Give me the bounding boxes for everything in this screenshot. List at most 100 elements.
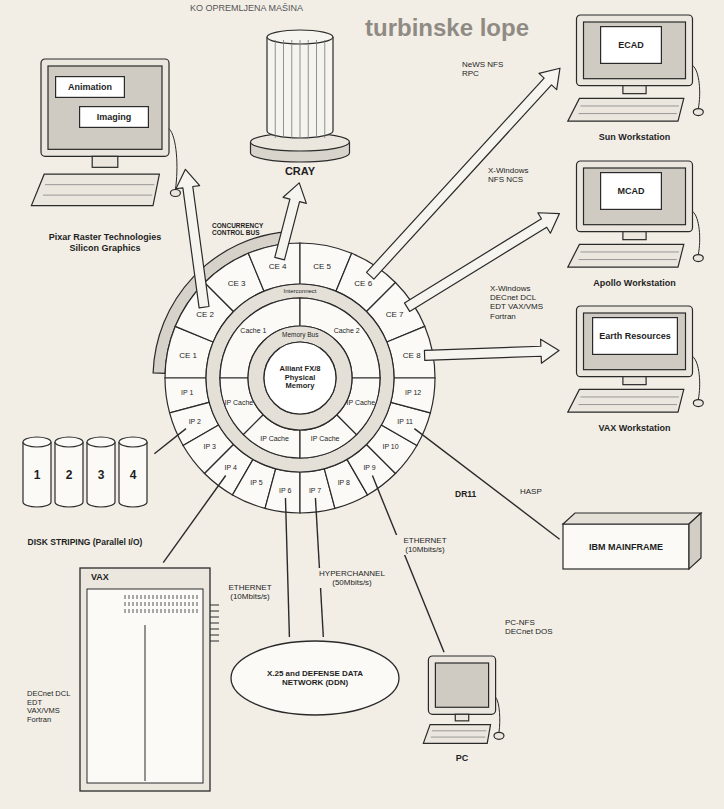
ring-segment-label: IP 4	[223, 463, 239, 473]
node-label: X.25 and DEFENSE DATA NETWORK (DDN)	[261, 669, 369, 687]
network-outline	[231, 641, 399, 715]
workstation: Pixar Raster Technologies Silicon Graphi…	[25, 58, 185, 255]
supercomputer-outline	[245, 28, 355, 180]
annotation-label: KO OPREMLJENA MAŠINA	[190, 3, 490, 13]
monitor-stand	[92, 156, 118, 167]
node-label: Animation	[68, 82, 112, 92]
monitor-stand	[623, 232, 646, 240]
cray-column	[275, 40, 276, 138]
monitor-screen	[584, 168, 686, 225]
key-row	[580, 251, 678, 252]
ring-segment-label: IP 12	[403, 388, 423, 398]
keyboard	[423, 725, 490, 744]
vax-panel-tick	[185, 602, 186, 606]
vax-panel-tick	[129, 602, 130, 606]
vax-panel-tick	[161, 609, 162, 613]
annotation-label: turbinske lope	[365, 14, 561, 42]
vax-door-line	[145, 625, 146, 781]
vax-panel-tick	[141, 602, 142, 606]
node-label: Memory Bus	[282, 331, 318, 338]
mainframe-side	[689, 513, 701, 569]
vax-cabinet: VAX	[25, 565, 220, 793]
node-label: CE 2	[196, 310, 214, 319]
cray-tower	[267, 37, 333, 138]
memory-core	[264, 342, 336, 414]
link-label: HYPERCHANNEL (50Mbits/s)	[312, 568, 392, 588]
annotation-label: CONCURRENCY CONTROL BUS	[212, 222, 272, 237]
vax-panel-tick	[169, 609, 170, 613]
key-row	[579, 113, 677, 114]
key-row	[431, 737, 485, 738]
mouse	[693, 255, 703, 262]
cray-column	[324, 40, 325, 138]
vax-panel-tick	[189, 602, 190, 606]
monitor-case	[41, 59, 169, 156]
vax-panel-tick	[169, 602, 170, 606]
node-label: IP 9	[363, 464, 375, 472]
key-row	[45, 184, 154, 185]
monitor-case	[577, 161, 693, 232]
ring-segment-label: Interconnect	[282, 287, 319, 296]
ring-segment-label: CE 7	[384, 309, 406, 320]
node-label: Apollo Workstation	[593, 278, 675, 288]
node-label: CE 3	[228, 279, 246, 288]
vax-panel-tick	[185, 609, 186, 613]
vax-panel-tick	[185, 595, 186, 599]
ring-segment-label: IP Cache	[258, 434, 291, 444]
vax-cable	[210, 641, 219, 642]
link-label: ETHERNET (10Mbits/s)	[390, 535, 460, 555]
key-row	[43, 195, 152, 196]
vax-panel-tick	[137, 595, 138, 599]
window-frame	[56, 77, 125, 98]
node-label: PC	[456, 753, 469, 763]
disk-platter	[23, 442, 51, 507]
mouse-cord	[496, 697, 500, 732]
monitor-screen	[435, 663, 488, 707]
key-row	[580, 105, 678, 106]
workstation-outline	[420, 655, 504, 765]
node-label: CRAY	[285, 165, 315, 178]
disk-platter	[119, 442, 147, 507]
ring-segment-label: IP 11	[395, 417, 415, 427]
annotation-label: NeWS NFS RPC	[462, 60, 504, 78]
vax-panel-tick	[165, 602, 166, 606]
node-label: IP 6	[279, 487, 291, 495]
workstation: VAX WorkstationEarth Resources	[562, 305, 707, 435]
screen-window: Animation	[55, 76, 125, 98]
ring-band	[206, 284, 394, 472]
vax-panel-tick	[133, 595, 134, 599]
ip-segment	[265, 469, 300, 513]
node-label: DISK STRIPING (Parallel I/O)	[28, 538, 143, 548]
vax-cable	[210, 611, 219, 612]
annotation-label: X-Windows DECnet DCL EDT VAX/VMS Fortran	[490, 284, 552, 321]
ring-segment-label: Cache 2	[332, 326, 362, 336]
node-label: IP 10	[382, 443, 398, 451]
vax-panel-tick	[165, 609, 166, 613]
mouse	[170, 190, 180, 197]
node-label: IP 11	[397, 418, 413, 426]
vax-panel-tick	[125, 602, 126, 606]
network-link	[372, 475, 444, 652]
node-label: IP Cache	[260, 435, 289, 443]
annotation-label: HASP	[520, 487, 542, 496]
node-label: CE 4	[269, 262, 287, 271]
vax-panel-tick	[189, 595, 190, 599]
annotation-label: X-Windows NFS NCS	[488, 166, 544, 184]
vax-panel-tick	[193, 609, 194, 613]
annotation-label: DECnet DCL EDT VAX/VMS Fortran	[27, 690, 75, 725]
vax-panel-tick	[157, 602, 158, 606]
disk-drive: 4	[118, 436, 148, 508]
vax-panel-tick	[157, 595, 158, 599]
node-label: IP 8	[338, 479, 350, 487]
keyboard	[568, 98, 684, 121]
node-label: Interconnect	[284, 288, 317, 295]
ring-segment-label: CE 4	[267, 261, 289, 272]
mouse-cord	[693, 356, 700, 399]
mainframe-box: IBM MAINFRAME	[562, 512, 702, 570]
vax-panel-tick	[157, 609, 158, 613]
vax-panel-tick	[145, 609, 146, 613]
node-label: 1	[34, 469, 41, 483]
ring-segment-label: IP 2	[187, 417, 203, 427]
cray-column	[283, 40, 284, 138]
monitor-screen	[584, 313, 686, 370]
